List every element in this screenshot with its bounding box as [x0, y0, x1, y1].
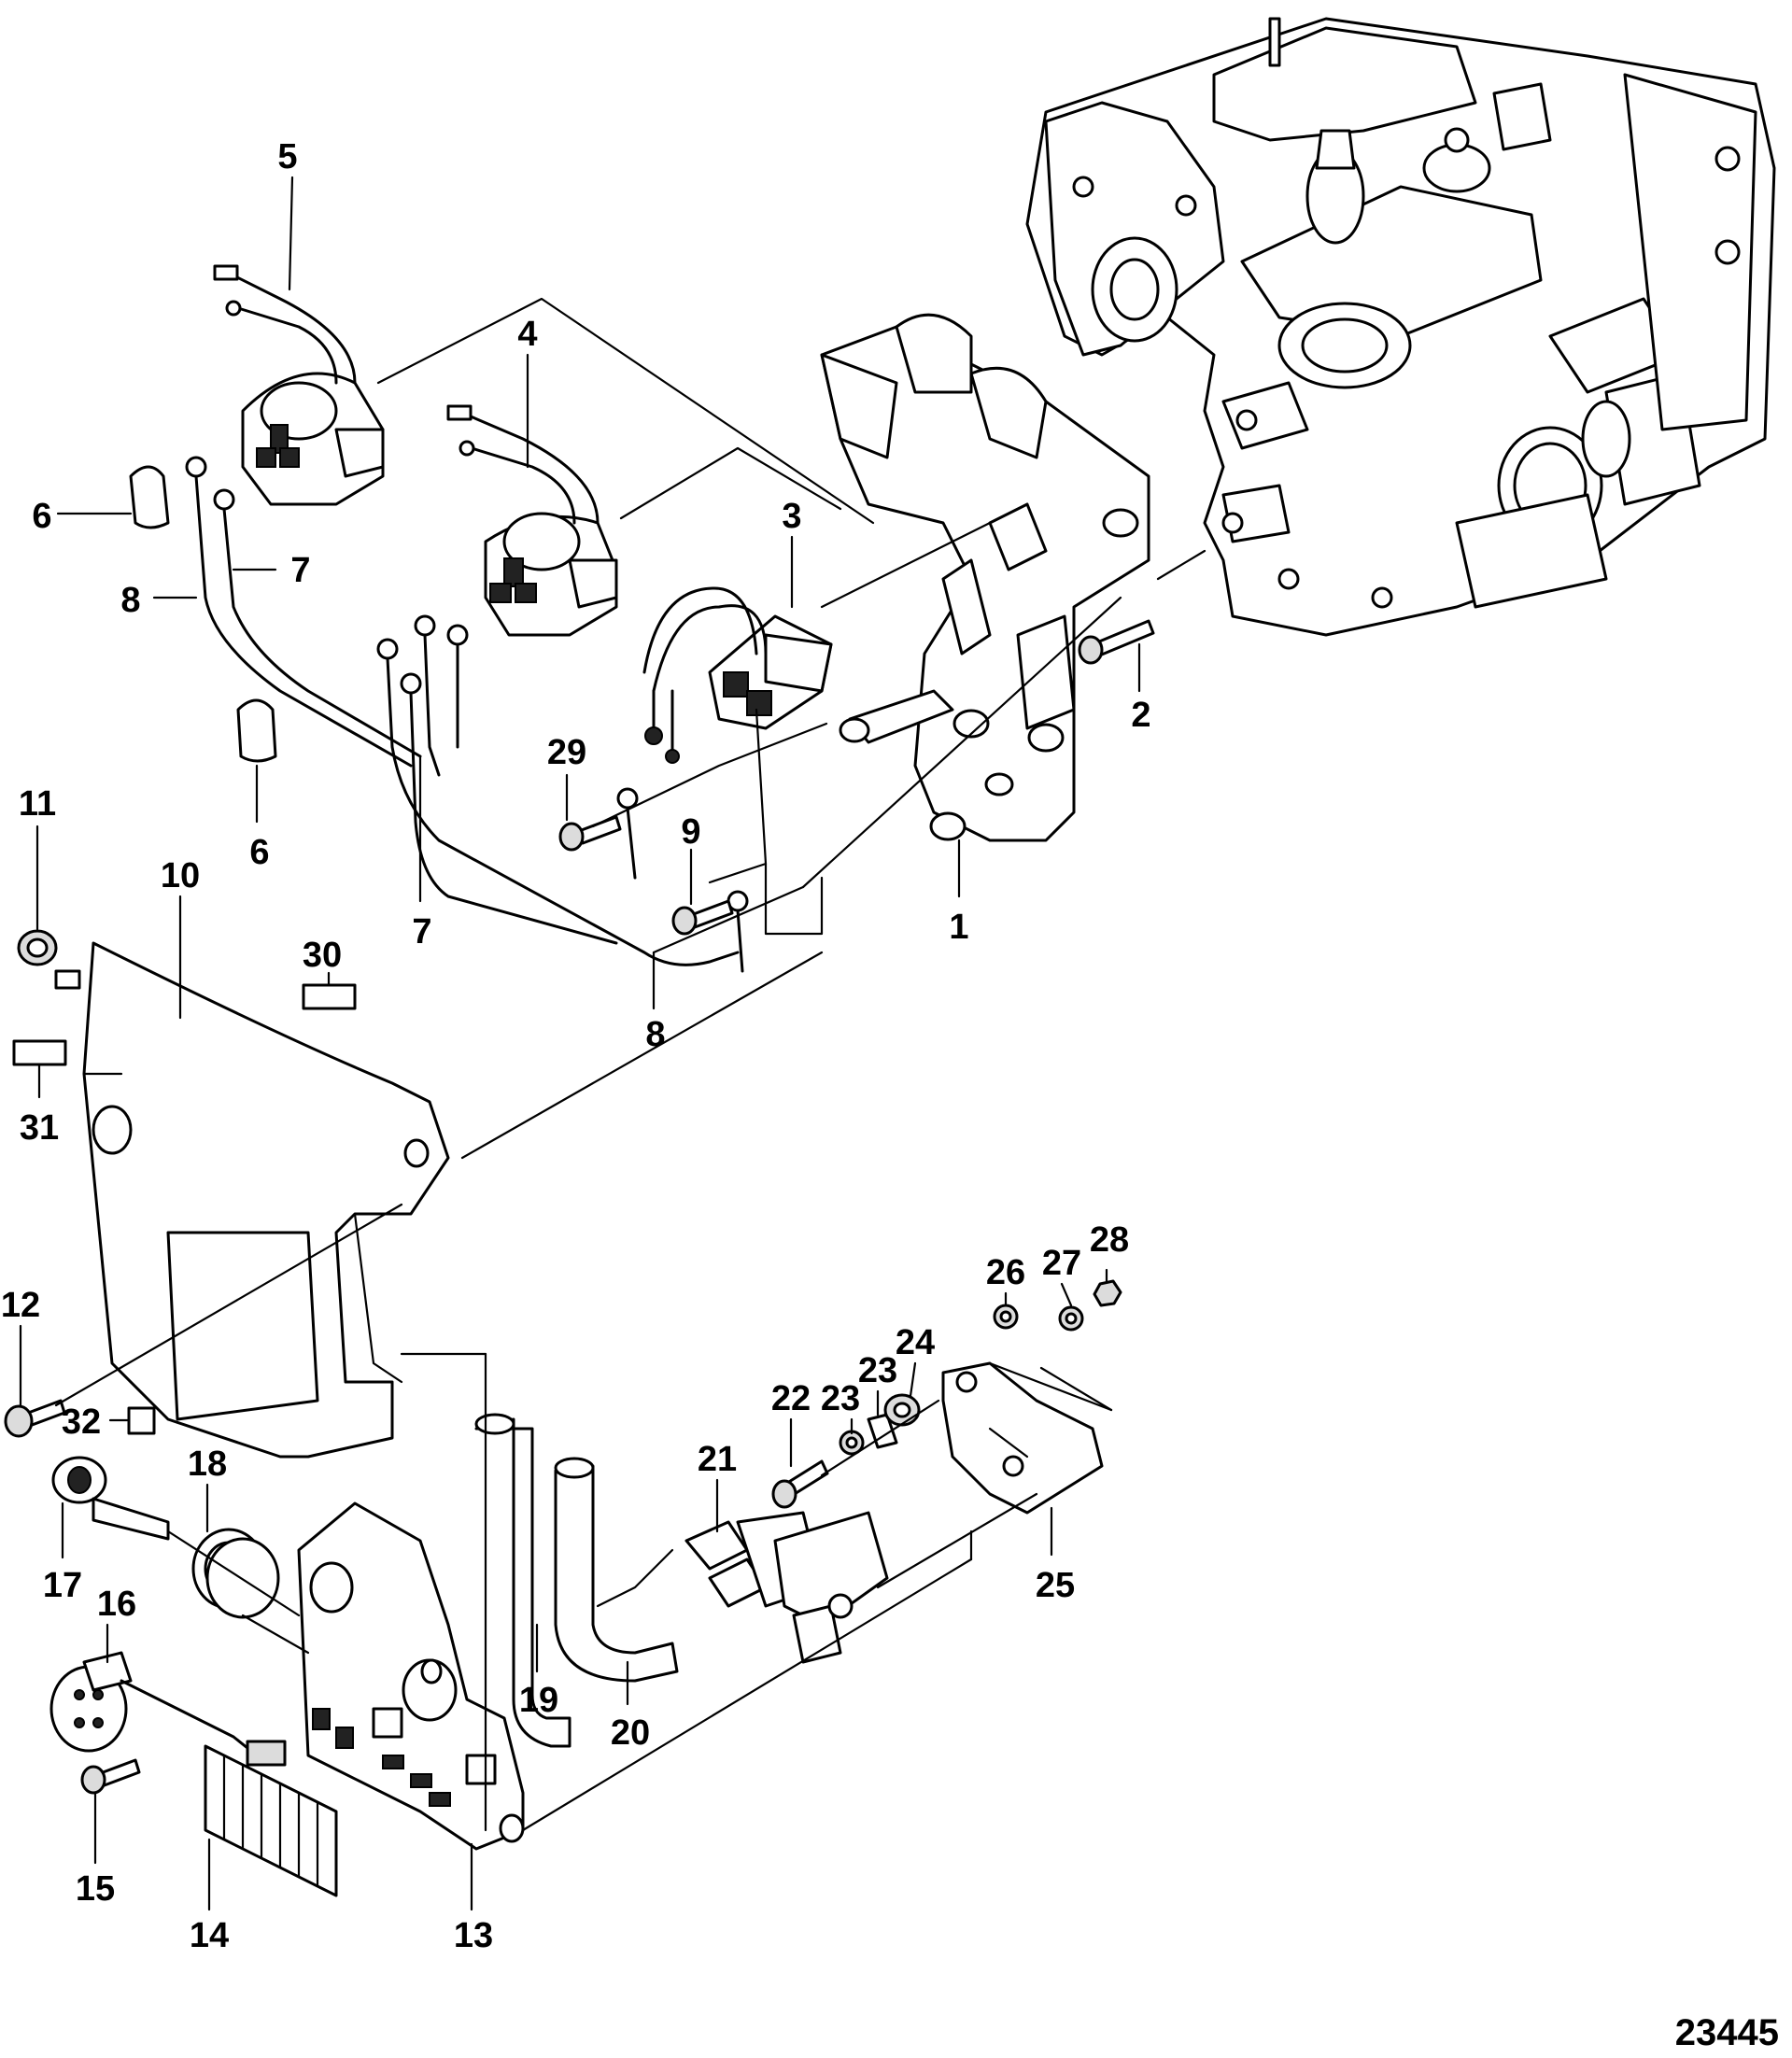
- callout-4: 4: [517, 315, 537, 354]
- callout-19: 19: [519, 1681, 558, 1720]
- callout-23b: 26: [986, 1253, 1025, 1292]
- mounting-bracket: [820, 313, 1150, 842]
- heatsink-14: [204, 1744, 338, 1897]
- callout-2: 2: [1131, 696, 1150, 735]
- washer-23b: [993, 1304, 1019, 1330]
- callout-22: 22: [771, 1379, 811, 1418]
- screw-12: [4, 1399, 66, 1438]
- callout-6a: 6: [32, 497, 51, 536]
- callout-18: 18: [188, 1445, 227, 1484]
- seal-18: [191, 1528, 280, 1619]
- callout-15: 15: [76, 1869, 115, 1909]
- decal-31: [12, 1039, 67, 1066]
- electrical-plate-13: [297, 1501, 525, 1851]
- callout-14: 14: [190, 1916, 229, 1955]
- bushing-24: [867, 1413, 898, 1449]
- callout-29: 29: [547, 733, 586, 772]
- callout-10: 10: [161, 856, 200, 895]
- callout-5: 5: [277, 137, 297, 176]
- callout-20: 20: [611, 1713, 650, 1753]
- bracket-26: [941, 1361, 1104, 1515]
- callout-24: 23: [858, 1351, 897, 1390]
- engine-block: [1025, 17, 1776, 637]
- callout-25: 24: [896, 1323, 935, 1362]
- starter-solenoid-5: [213, 264, 385, 506]
- callout-30: 30: [303, 936, 342, 975]
- document-number: 23445: [1675, 2012, 1779, 2053]
- callout-6b: 6: [249, 833, 269, 872]
- nut-28: [1093, 1279, 1122, 1307]
- screw-22: [771, 1459, 829, 1509]
- starter-solenoid-4: [446, 404, 618, 637]
- electrical-cover-10: [54, 941, 450, 1459]
- decal-32: [127, 1406, 156, 1435]
- callout-9: 9: [681, 812, 700, 852]
- callout-28: 28: [1090, 1220, 1129, 1260]
- grommet-25: [883, 1393, 921, 1427]
- callout-21: 21: [698, 1440, 737, 1479]
- callout-16: 16: [97, 1585, 136, 1624]
- callout-23a: 23: [821, 1379, 860, 1418]
- valve-21: [684, 1511, 889, 1664]
- callout-31: 31: [20, 1108, 59, 1148]
- callout-12: 12: [1, 1286, 40, 1325]
- callout-1: 1: [949, 908, 968, 947]
- callout-7a: 7: [290, 551, 310, 590]
- callout-26: 25: [1036, 1566, 1075, 1605]
- callout-32: 32: [62, 1403, 101, 1442]
- grommet-11: [17, 929, 58, 966]
- terminal-boot-6a: [129, 465, 170, 529]
- callout-13: 13: [454, 1916, 493, 1955]
- sensor-16: [49, 1651, 287, 1767]
- callout-labels: 1 2 3 4 5 6 6 7 7 8 8 9 10 11 12 13 14 1…: [1, 137, 1779, 2053]
- leader-lines: [19, 176, 1206, 1911]
- washer-23a: [839, 1430, 865, 1456]
- sensor-17: [51, 1456, 170, 1541]
- callout-8b: 8: [645, 1015, 665, 1054]
- callout-3: 3: [782, 497, 801, 536]
- bolt-2: [1078, 619, 1155, 665]
- callout-7b: 7: [412, 912, 431, 951]
- decal-30: [302, 983, 357, 1010]
- callout-11: 11: [19, 784, 56, 824]
- relay-3: [642, 586, 833, 764]
- terminal-boot-6b: [236, 698, 277, 763]
- screw-9: [671, 899, 734, 936]
- callout-27: 27: [1042, 1244, 1081, 1283]
- screw-29: [558, 815, 622, 852]
- washer-27: [1058, 1305, 1084, 1332]
- callout-8a: 8: [120, 581, 140, 620]
- hose-20: [554, 1457, 679, 1683]
- screw-15: [80, 1758, 141, 1795]
- callout-17: 17: [43, 1566, 82, 1605]
- battery-cables: [185, 456, 749, 973]
